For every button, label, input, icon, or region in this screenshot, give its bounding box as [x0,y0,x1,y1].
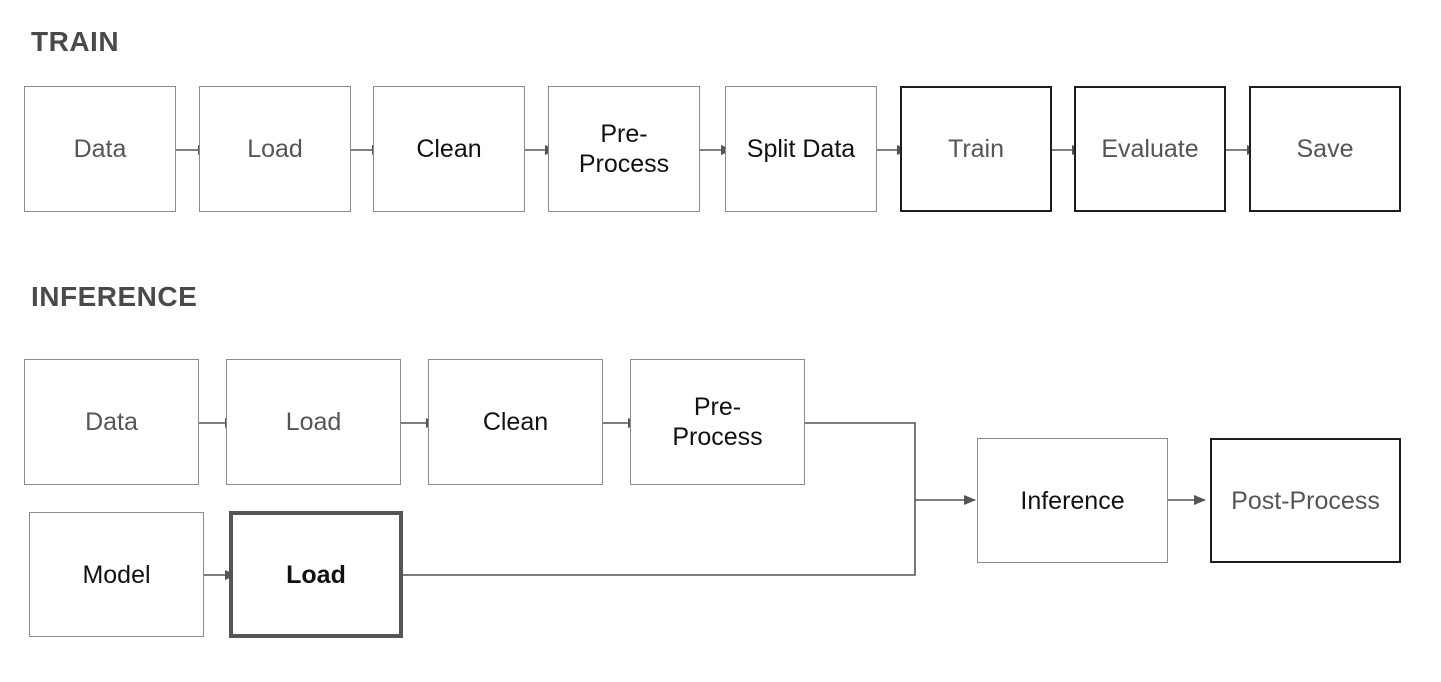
inference-step-label: Model [82,560,151,589]
inference-step-post-process: Post-Process [1210,438,1401,563]
train-step-label: Data [73,135,127,163]
train-step-split-data: Split Data [725,86,877,212]
train-step-train: Train [900,86,1052,212]
train-step-save: Save [1249,86,1401,212]
train-step-label: Evaluate [1101,135,1199,163]
train-step-clean: Clean [373,86,525,212]
inference-step-label: Inference [1020,486,1125,515]
inference-step-label: Clean [482,408,549,436]
inference-step-label: Load [286,560,346,589]
train-step-label: Clean [416,135,482,163]
model-load-to-merge-line [403,500,916,576]
inference-step-inference: Inference [977,438,1168,563]
inference-step-load: Load [226,359,401,485]
inference-step-label: Pre- Process [672,393,763,451]
train-section-title: TRAIN [31,26,120,57]
inference-step-model: Model [29,512,204,637]
train-step-evaluate: Evaluate [1074,86,1226,212]
train-step-label: Pre- Process [578,120,670,178]
inference-step-model-load: Load [229,511,403,638]
train-step-data: Data [24,86,176,212]
preprocess-to-merge-line [805,422,916,500]
train-step-label: Split Data [746,135,856,163]
inference-step-preprocess: Pre- Process [630,359,805,485]
train-step-label: Train [947,135,1005,163]
train-step-preprocess: Pre- Process [548,86,700,212]
inference-step-label: Load [285,408,342,436]
inference-section-title: INFERENCE [31,281,198,312]
train-step-load: Load [199,86,351,212]
inference-step-data: Data [24,359,199,485]
train-step-label: Load [247,135,303,163]
train-step-label: Save [1296,135,1354,163]
inference-step-clean: Clean [428,359,603,485]
inference-step-label: Data [85,408,138,436]
inference-step-label: Post-Process [1231,486,1380,515]
